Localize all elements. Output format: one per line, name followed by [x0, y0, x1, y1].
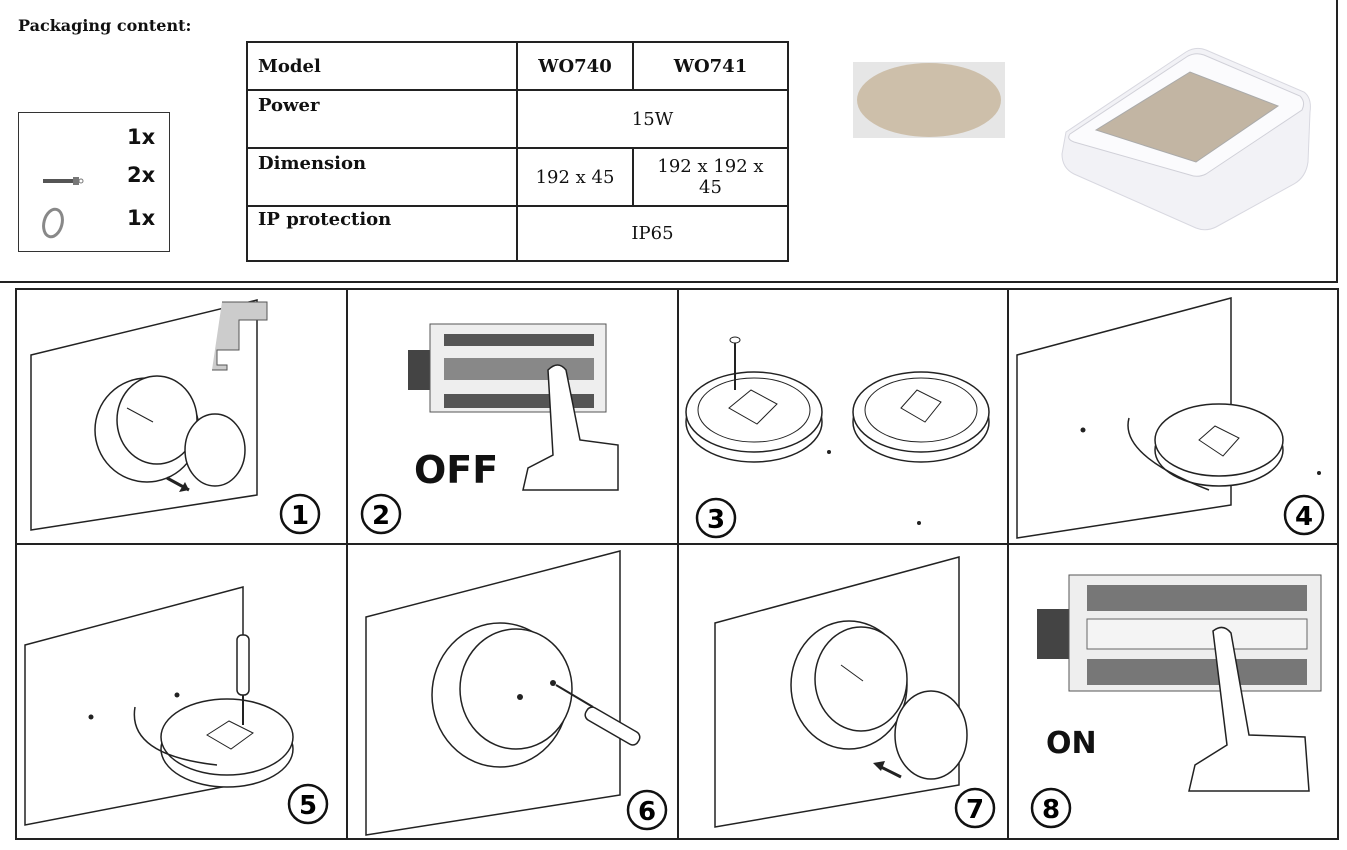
- o-ring-icon: [39, 205, 67, 245]
- packaging-qty-screw: 2x: [127, 163, 156, 187]
- spec-power-label: Power: [246, 89, 518, 149]
- step-6-panel: [348, 545, 677, 838]
- spec-row-dimension: Dimension 192 x 45 192 x 192 x 45: [246, 147, 789, 207]
- step-5-panel: [17, 545, 346, 838]
- step-4-number: 4: [1283, 494, 1325, 536]
- packaging-qty-ring: 1x: [127, 206, 156, 230]
- screw-icon: [43, 171, 85, 190]
- packaging-title: Packaging content:: [18, 16, 192, 35]
- step-5-number: 5: [287, 783, 329, 825]
- step-7-number: 7: [954, 787, 996, 829]
- step-7-illustration: [714, 556, 968, 828]
- step-1-number: 1: [279, 493, 321, 535]
- spec-model-label: Model: [246, 41, 518, 91]
- step-2-number: 2: [360, 493, 402, 535]
- step-6-illustration: [365, 550, 641, 836]
- svg-text:1: 1: [291, 501, 309, 531]
- step-8-illustration: [1037, 574, 1322, 792]
- step-6-number: 6: [626, 789, 668, 831]
- step-1-illustration: [30, 299, 268, 531]
- svg-text:6: 6: [638, 797, 656, 827]
- square-lamp-image: [1056, 42, 1314, 232]
- step-4-panel: [1009, 290, 1337, 543]
- svg-text:2: 2: [372, 501, 390, 531]
- spec-power-value: 15W: [516, 89, 789, 149]
- grid-divider: [1007, 288, 1009, 840]
- step-3-illustration: [685, 336, 990, 525]
- svg-text:3: 3: [707, 505, 725, 535]
- step-8-number: 8: [1030, 787, 1072, 829]
- step-4-illustration: [1016, 297, 1321, 539]
- step-2-illustration: [408, 323, 619, 491]
- spec-model-wo740: WO740: [516, 41, 634, 91]
- svg-text:5: 5: [299, 791, 317, 821]
- round-lamp-image: [853, 62, 1005, 138]
- spec-dimension-wo741: 192 x 192 x 45: [632, 147, 789, 207]
- top-section-frame: [0, 0, 1338, 283]
- svg-text:8: 8: [1042, 795, 1060, 825]
- grid-divider: [346, 288, 348, 840]
- spec-dimension-wo740: 192 x 45: [516, 147, 634, 207]
- svg-text:7: 7: [966, 795, 984, 825]
- step-8-panel: [1009, 545, 1337, 838]
- step-3-number: 3: [695, 497, 737, 539]
- packaging-qty-lamp: 1x: [127, 125, 156, 149]
- step-2-off-label: OFF: [414, 448, 499, 492]
- packaging-box: 1x 2x 1x: [18, 112, 170, 252]
- svg-text:4: 4: [1295, 502, 1313, 532]
- spec-table: Model WO740 WO741 Power 15W Dimension 19…: [246, 41, 789, 262]
- spec-model-wo741: WO741: [632, 41, 789, 91]
- step-7-panel: [679, 545, 1007, 838]
- spec-ip-value: IP65: [516, 205, 789, 262]
- step-5-illustration: [24, 586, 294, 826]
- spec-ip-label: IP protection: [246, 205, 518, 262]
- grid-divider: [677, 288, 679, 840]
- spec-row-ip: IP protection IP65: [246, 205, 789, 262]
- spec-row-power: Power 15W: [246, 89, 789, 149]
- step-2-panel: [348, 290, 677, 543]
- spec-row-model: Model WO740 WO741: [246, 41, 789, 91]
- step-3-panel: [679, 290, 1007, 543]
- step-1-panel: [17, 290, 346, 543]
- step-8-on-label: ON: [1046, 726, 1097, 761]
- grid-divider: [15, 543, 1339, 545]
- spec-dimension-label: Dimension: [246, 147, 518, 207]
